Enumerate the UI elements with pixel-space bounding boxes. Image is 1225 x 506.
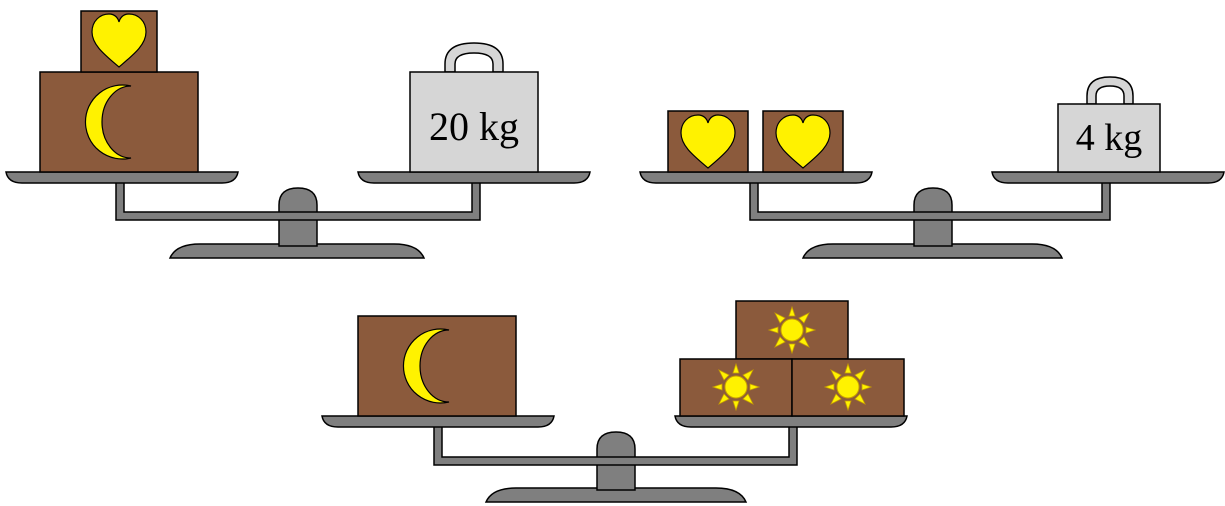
sun-box	[792, 359, 904, 416]
sun-icon	[825, 364, 871, 410]
sun-box	[736, 301, 848, 359]
weight-icon	[445, 43, 503, 72]
heart-box	[668, 111, 748, 172]
scale-pan-left	[640, 172, 872, 183]
moon-box	[40, 72, 198, 172]
scale-pan-right	[358, 172, 590, 183]
scale-2: 4 kg	[640, 77, 1224, 258]
scale-3	[322, 301, 907, 502]
weight-label: 20 kg	[429, 104, 519, 149]
moon-box	[358, 316, 516, 416]
weight-label: 4 kg	[1076, 117, 1143, 159]
scale-pan-right	[675, 416, 907, 427]
weight-20kg: 20 kg	[410, 43, 538, 172]
weight-4kg: 4 kg	[1058, 77, 1160, 172]
sun-icon	[769, 307, 815, 353]
scale-pan-left	[322, 416, 554, 427]
scale-1: 20 kg	[6, 11, 590, 258]
scale-pan-left	[6, 172, 238, 183]
sun-icon	[713, 364, 759, 410]
heart-box	[81, 11, 157, 72]
scale-pan-right	[992, 172, 1224, 183]
weight-icon	[1087, 77, 1133, 104]
sun-box	[680, 359, 792, 416]
heart-box	[763, 111, 843, 172]
